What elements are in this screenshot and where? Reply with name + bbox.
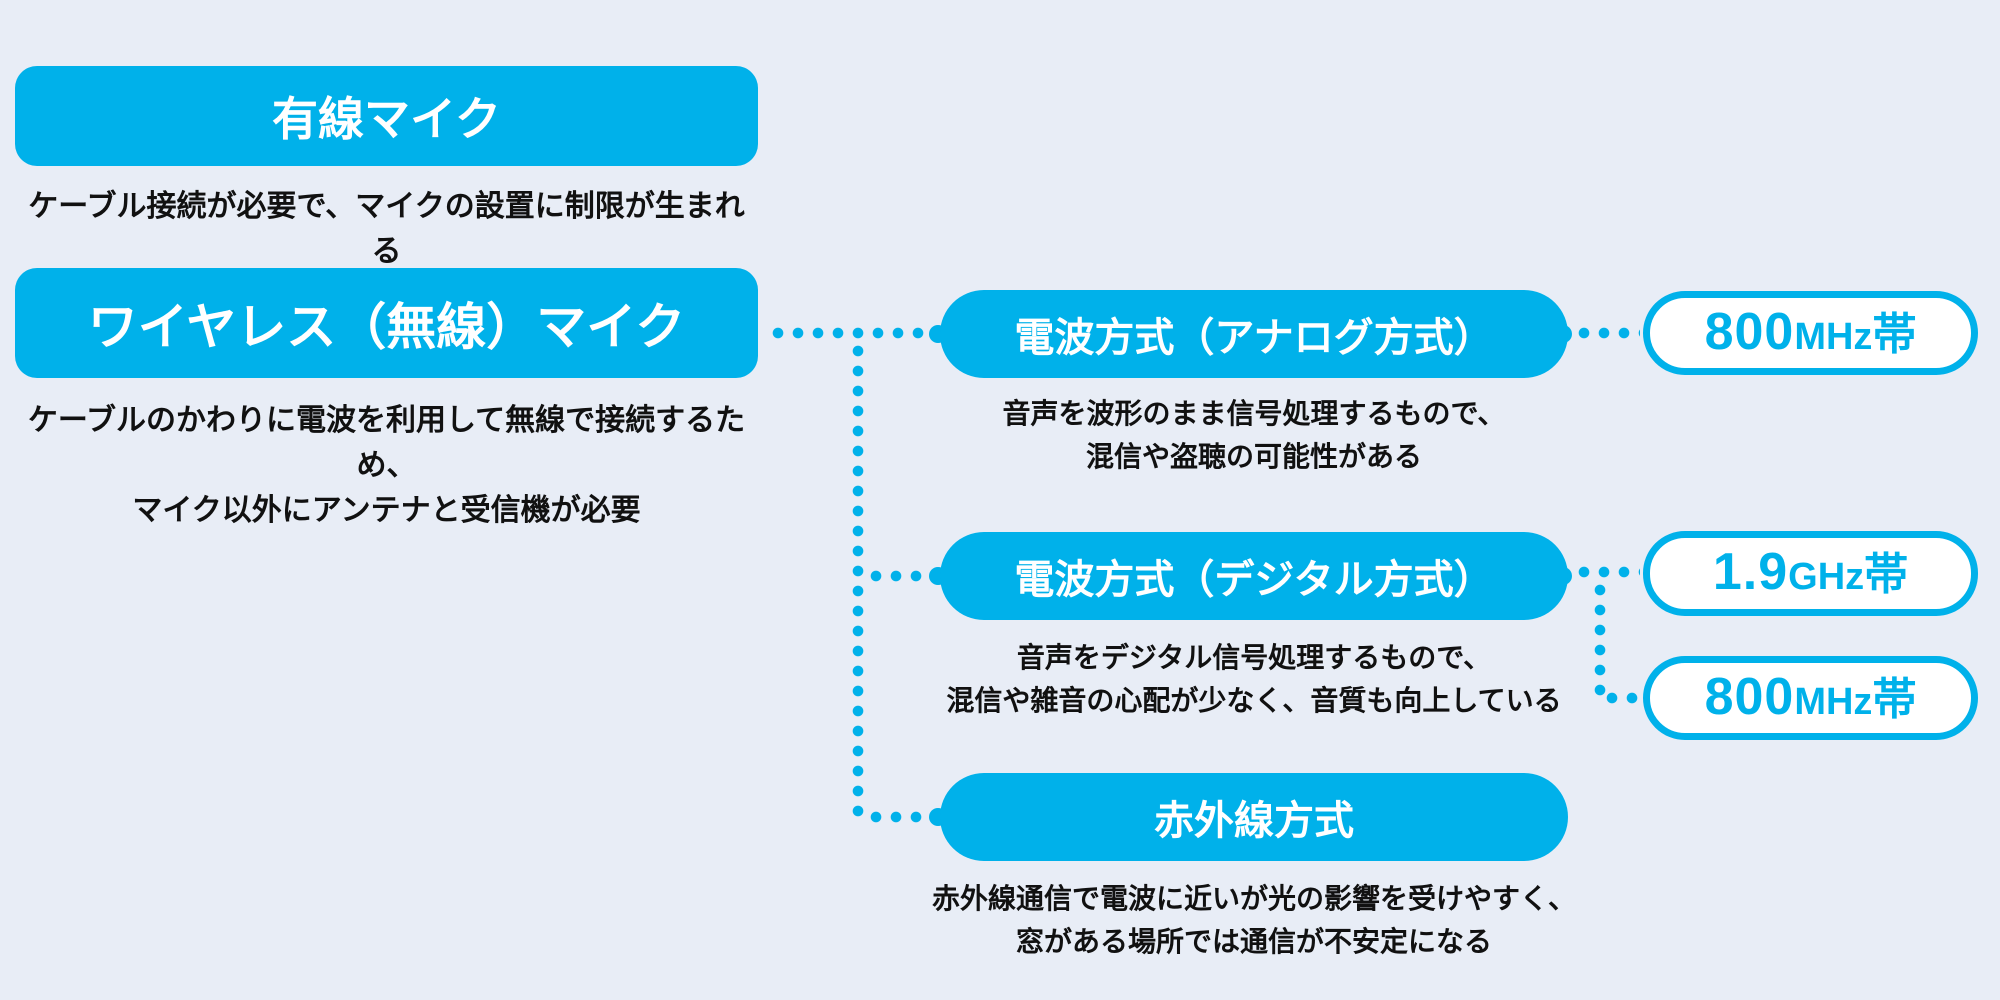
wired-mic-title: 有線マイク xyxy=(271,93,502,145)
digital-method-description: 音声をデジタル信号処理するもので、 混信や雑音の心配が少なく、音質も向上している xyxy=(900,636,1608,722)
digital-band1-unit: GHz xyxy=(1788,556,1865,598)
wired-mic-box: 有線マイク xyxy=(15,66,758,166)
digital-band2-unit: MHz xyxy=(1794,681,1873,723)
digital-band2-badge: 800 MHz 帯 xyxy=(1643,656,1978,740)
analog-band-number: 800 xyxy=(1704,303,1795,361)
infrared-description-line2: 窓がある場所では通信が不安定になる xyxy=(1015,926,1492,957)
analog-description-line1: 音声を波形のまま信号処理するもので、 xyxy=(1002,398,1506,429)
wireless-mic-title: ワイヤレス（無線）マイク xyxy=(87,299,686,355)
analog-method-title: 電波方式（アナログ方式） xyxy=(1014,316,1494,360)
wireless-mic-description-line2: マイク以外にアンテナと受信機が必要 xyxy=(132,494,641,527)
infrared-method-description: 赤外線通信で電波に近いが光の影響を受けやすく、 窓がある場所では通信が不安定にな… xyxy=(900,877,1608,963)
digital-description-line2: 混信や雑音の心配が少なく、音質も向上している xyxy=(946,685,1562,716)
wireless-mic-description-line1: ケーブルのかわりに電波を利用して無線で接続するため、 xyxy=(27,404,746,482)
digital-method-pill: 電波方式（デジタル方式） xyxy=(940,532,1568,620)
connector-analog-to-band xyxy=(1578,327,1640,339)
analog-band-suffix: 帯 xyxy=(1872,310,1917,359)
infrared-method-pill: 赤外線方式 xyxy=(940,773,1568,861)
connector-trunk-vertical xyxy=(852,345,864,823)
digital-description-line1: 音声をデジタル信号処理するもので、 xyxy=(1016,642,1492,673)
digital-band1-number: 1.9 xyxy=(1712,543,1789,601)
analog-method-pill: 電波方式（アナログ方式） xyxy=(940,290,1568,378)
wireless-mic-box: ワイヤレス（無線）マイク xyxy=(15,268,758,378)
analog-description-line2: 混信や盗聴の可能性がある xyxy=(1085,441,1422,472)
digital-band1-suffix: 帯 xyxy=(1864,550,1909,599)
digital-band1-badge: 1.9 GHz 帯 xyxy=(1643,531,1978,616)
wired-mic-description: ケーブル接続が必要で、マイクの設置に制限が生まれる xyxy=(28,190,745,268)
connector-trunk-to-digital xyxy=(870,570,940,582)
digital-method-title: 電波方式（デジタル方式） xyxy=(1014,558,1494,602)
connector-wireless-to-analog xyxy=(772,327,940,339)
infrared-description-line1: 赤外線通信で電波に近いが光の影響を受けやすく、 xyxy=(931,883,1576,914)
analog-band-unit: MHz xyxy=(1794,316,1873,358)
infrared-method-title: 赤外線方式 xyxy=(1154,799,1354,843)
connector-digital-band-vertical xyxy=(1594,584,1606,702)
digital-band2-number: 800 xyxy=(1704,668,1795,726)
connector-trunk-to-infrared xyxy=(870,811,940,823)
analog-band-badge: 800 MHz 帯 xyxy=(1643,291,1978,375)
analog-method-description: 音声を波形のまま信号処理するもので、 混信や盗聴の可能性がある xyxy=(900,392,1608,478)
connector-digital-to-band1 xyxy=(1578,566,1640,578)
wireless-mic-description: ケーブルのかわりに電波を利用して無線で接続するため、 マイク以外にアンテナと受信… xyxy=(15,398,758,533)
digital-band2-suffix: 帯 xyxy=(1872,675,1917,724)
connector-digital-to-band2 xyxy=(1606,692,1640,704)
